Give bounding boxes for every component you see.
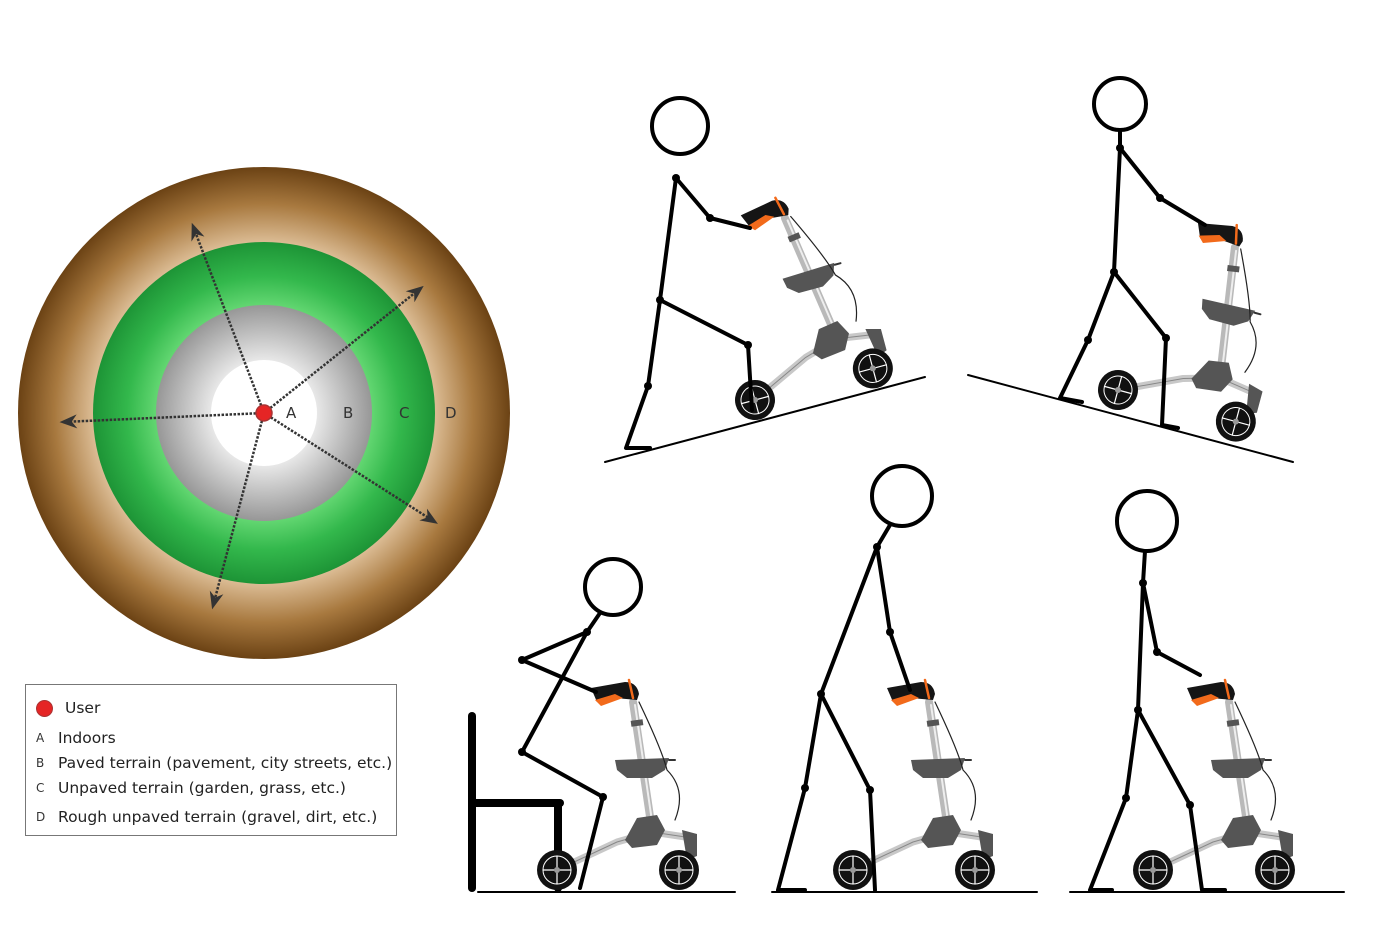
legend-key: B [36,756,45,770]
joint-dots [518,144,1194,809]
ground-line [967,374,1294,463]
user-dot-icon [36,699,53,717]
stick-figure-head [1092,76,1148,132]
stick-figure-head [870,464,934,528]
stick-figure-arm [1141,581,1202,677]
legend-label: Rough unpaved terrain (gravel, dirt, etc… [58,808,378,826]
legend-key: A [36,731,45,745]
legend: User A Indoors B Paved terrain (pavement… [25,684,397,836]
stick-figure-body [624,176,678,450]
scene-walking-downhill [967,76,1305,463]
legend-key: D [36,810,46,824]
rollator-walker [1133,680,1295,890]
stick-figure-head [1115,489,1179,553]
zone-label-a: A [286,404,297,422]
stick-figure-body [1088,549,1147,892]
scene-sitting-down [468,557,736,892]
stick-figure-head [650,96,710,156]
direction-arrows [59,222,438,610]
terrain-target: A B C D [18,167,510,659]
legend-item-a: A Indoors [36,729,116,747]
legend-label: Paved terrain (pavement, city streets, e… [58,754,393,772]
stick-figure-leg [1136,708,1227,892]
zone-label-b: B [343,404,353,422]
legend-item-user: User [36,699,100,717]
legend-label: Unpaved terrain (garden, grass, etc.) [58,779,346,797]
zone-label-d: D [445,404,457,422]
legend-item-d: D Rough unpaved terrain (gravel, dirt, e… [36,808,377,826]
legend-key: C [36,781,45,795]
scene-walking-uphill [604,96,926,463]
legend-item-b: B Paved terrain (pavement, city streets,… [36,754,392,772]
rollator-walker [537,680,699,890]
ground-line [604,376,926,463]
rollator-walker [687,180,898,425]
scene-walking-far-from-walker [771,464,1038,892]
legend-label: User [65,699,101,717]
stick-figure-body [776,523,892,892]
stick-figure-head [583,557,643,617]
stick-figure-body [1058,128,1122,404]
user-marker [255,404,273,422]
scene-walking-upright [1069,489,1345,892]
stick-figure-arm [875,545,912,692]
stick-figure-arm [1118,146,1207,227]
rollator-walker [1094,201,1305,446]
rollator-walker [833,680,995,890]
legend-item-c: C Unpaved terrain (garden, grass, etc.) [36,779,346,797]
stick-figure-leg [1112,270,1180,430]
zone-label-c: C [399,404,409,422]
legend-label: Indoors [58,729,116,747]
